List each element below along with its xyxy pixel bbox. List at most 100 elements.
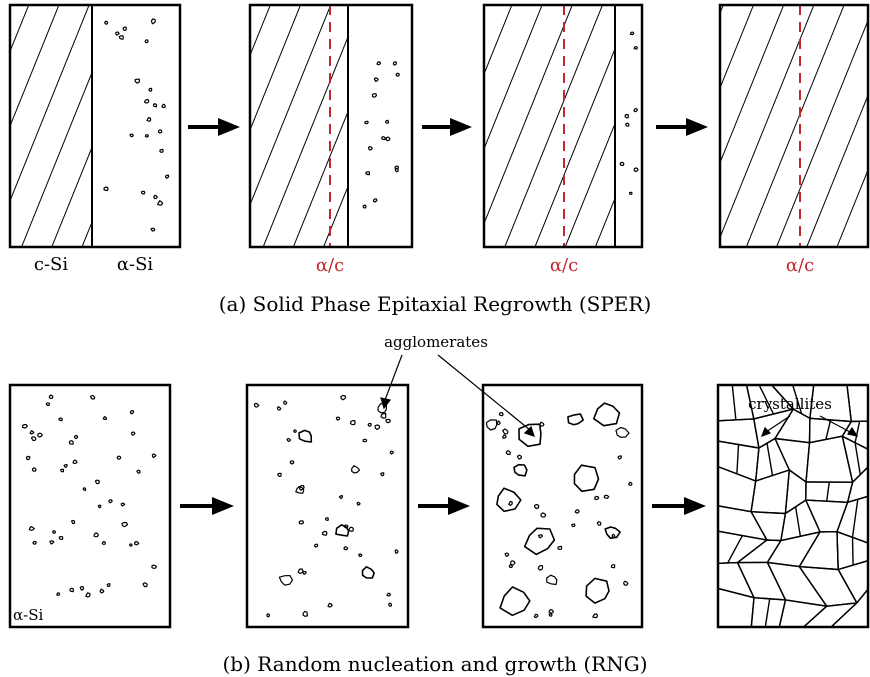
- a-si-label-bottom: α-Si: [13, 606, 43, 624]
- grain-boundary: [758, 384, 775, 415]
- grain-boundary: [854, 421, 861, 443]
- nucleus: [611, 533, 616, 538]
- amorphous-site: [144, 39, 149, 44]
- crystallite-grain: [774, 408, 811, 444]
- nucleus: [73, 434, 79, 440]
- agglomerate: [604, 526, 621, 539]
- nucleus: [617, 455, 622, 460]
- nucleus: [537, 565, 544, 571]
- crystallites-label: crystallites: [748, 395, 832, 413]
- amorphous-site: [140, 190, 146, 195]
- crystallite-grain: [717, 587, 755, 628]
- nucleus: [502, 428, 509, 435]
- nucleus: [134, 540, 140, 546]
- agglomerate: [615, 426, 630, 438]
- right-arrow-icon: [422, 118, 472, 136]
- amorphous-site: [385, 136, 391, 142]
- amorphous-site: [115, 31, 120, 36]
- crystallite-grain: [802, 602, 858, 628]
- agglomerate: [295, 486, 305, 494]
- grain-boundary: [854, 442, 861, 475]
- amorphous-site: [129, 133, 134, 138]
- grain-boundary: [825, 419, 832, 440]
- amorphous-site: [161, 103, 166, 109]
- amorphous-site: [122, 26, 127, 31]
- nucleus: [58, 535, 64, 540]
- amorphous-site: [371, 93, 377, 98]
- nucleus: [28, 526, 35, 531]
- nucleus: [286, 437, 291, 442]
- c-si-region: [10, 5, 92, 247]
- rng-stage-4: [716, 383, 870, 629]
- nucleus: [533, 613, 539, 619]
- crystallites-pointer: [760, 415, 859, 438]
- agglomerate: [567, 413, 584, 426]
- agglomerate: [485, 419, 498, 431]
- amorphous-site: [103, 186, 109, 192]
- amorphous-site: [629, 31, 635, 36]
- caption-a: (a) Solid Phase Epitaxial Regrowth (SPER…: [219, 292, 652, 316]
- nucleus: [93, 532, 99, 538]
- nucleus: [29, 430, 35, 435]
- agglomerate: [513, 463, 528, 477]
- interface-label: α/c: [786, 255, 814, 276]
- nucleus: [121, 521, 129, 528]
- nucleus: [102, 416, 108, 420]
- nucleus: [283, 400, 288, 405]
- nucleus: [510, 560, 516, 566]
- crystallite-grain: [805, 499, 849, 533]
- grain-boundary: [731, 384, 737, 420]
- nucleus: [72, 459, 78, 465]
- crystallite-grain: [766, 531, 821, 568]
- nucleus: [302, 610, 308, 617]
- amorphous-site: [628, 191, 633, 195]
- rng-stage-3: [481, 383, 644, 629]
- nucleus: [289, 460, 295, 465]
- nucleus: [343, 546, 349, 551]
- amorphous-site: [633, 108, 638, 113]
- nucleus: [516, 454, 523, 460]
- nucleus: [327, 602, 333, 608]
- amorphous-site: [619, 161, 625, 166]
- c-si-label: c-Si: [34, 254, 68, 275]
- amorphous-region: [362, 61, 400, 209]
- nucleus: [502, 434, 507, 439]
- amorphous-site: [150, 227, 156, 232]
- nucleus: [37, 432, 43, 438]
- amorphous-site: [392, 61, 397, 66]
- rng-stage-1: [8, 383, 172, 629]
- nucleus: [49, 540, 55, 545]
- nucleus: [52, 530, 56, 534]
- nucleus: [58, 417, 63, 422]
- nucleus: [82, 487, 87, 491]
- amorphous-site: [633, 46, 638, 50]
- nucleus: [571, 523, 576, 528]
- crystallite-grain: [750, 511, 787, 542]
- nucleus: [389, 450, 394, 455]
- nucleus: [298, 520, 305, 525]
- crystallite-grain: [837, 560, 869, 604]
- nucleus: [129, 410, 135, 415]
- amorphous-site: [104, 20, 109, 25]
- nucleus: [374, 424, 381, 430]
- nucleus: [508, 564, 513, 569]
- nucleus: [505, 450, 511, 455]
- nucleus: [106, 583, 111, 588]
- nucleus: [348, 526, 354, 532]
- agglomerate: [278, 575, 294, 586]
- crystallite-grain: [805, 435, 854, 483]
- nucleus: [253, 402, 260, 408]
- nucleus: [68, 440, 74, 445]
- nucleus: [504, 552, 510, 557]
- nucleus: [129, 543, 133, 547]
- nucleus: [594, 495, 600, 501]
- sper-stage-4: [718, 3, 870, 249]
- amorphous-site: [372, 198, 378, 203]
- nucleus: [592, 613, 598, 619]
- nucleus: [313, 543, 319, 548]
- amorphous-site: [151, 18, 156, 25]
- agglomerates-pointer: [380, 354, 535, 437]
- nucleus: [356, 501, 361, 506]
- nucleus: [90, 394, 96, 400]
